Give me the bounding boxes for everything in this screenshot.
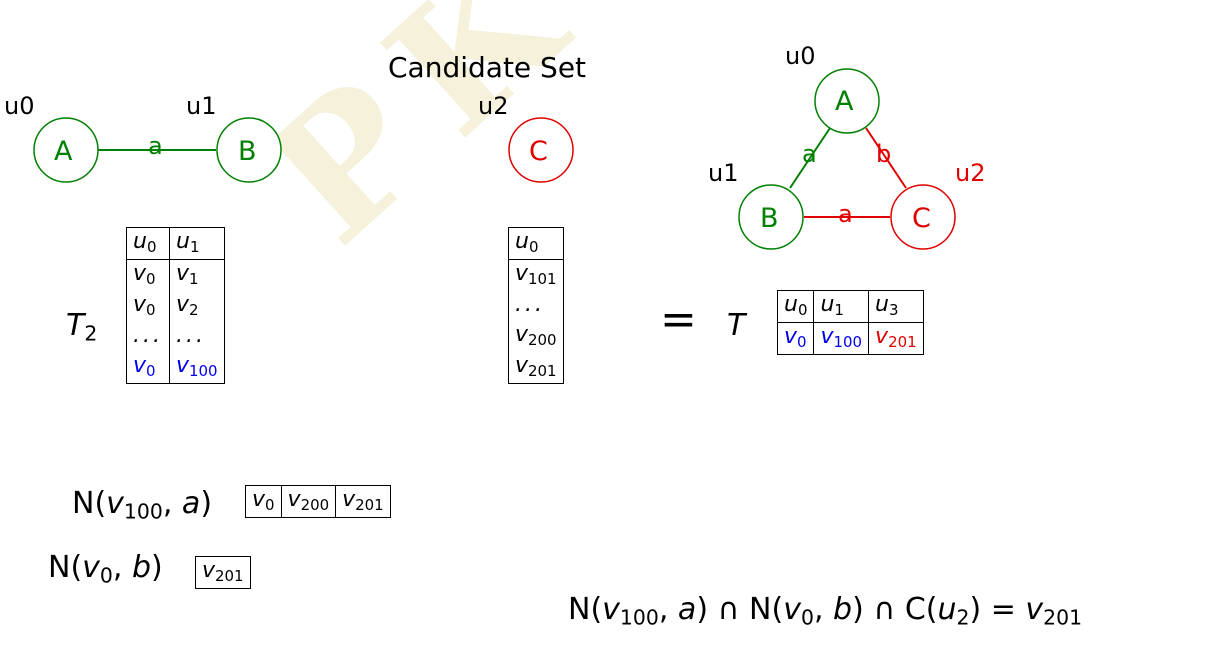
- result-table: u0 u1 u3 v0 v100 v201: [776, 289, 924, 356]
- result-header-row: u0 u1 u3: [776, 289, 924, 324]
- t2-cell: v2: [168, 291, 225, 323]
- t2-cell: v0: [126, 351, 170, 384]
- candidate-node-label: C: [529, 136, 548, 167]
- table-row: v200: [508, 320, 564, 352]
- left-node-b: [216, 117, 282, 183]
- neighbor-cell: v201: [335, 484, 391, 519]
- right-node-b: [738, 184, 804, 250]
- table-row: ...: [508, 291, 564, 321]
- right-edge-ac: [865, 127, 907, 189]
- right-node-b-label: B: [760, 203, 779, 234]
- neighbor-table-1: v0 v200 v201: [245, 484, 391, 519]
- right-edge-ac-label: b: [876, 140, 892, 168]
- right-node-a-id: u0: [785, 42, 816, 70]
- t2-cell: v0: [126, 291, 170, 323]
- left-node-a-id: u0: [4, 92, 35, 120]
- result-cell: v201: [868, 322, 924, 356]
- result-header-cell: u0: [776, 289, 815, 324]
- neighbor-cell: v0: [245, 484, 282, 519]
- t2-cell: v0: [126, 259, 170, 292]
- t2-cell: v100: [168, 351, 225, 384]
- right-edge-ab: [789, 127, 831, 189]
- result-cell: v0: [776, 322, 815, 356]
- table-row: v0 v200 v201: [245, 484, 391, 519]
- right-edge-ab-label: a: [802, 140, 817, 168]
- right-node-c-label: C: [912, 203, 931, 234]
- right-node-c-id: u2: [955, 159, 986, 187]
- candidate-node-c: [508, 117, 574, 183]
- candidate-cell: ...: [508, 291, 564, 321]
- t2-header-row: u0 u1: [126, 226, 225, 261]
- t2-cell: ...: [168, 322, 225, 352]
- table-row: ... ...: [126, 322, 225, 352]
- right-edge-bc-label: a: [838, 200, 853, 228]
- table-row: v0 v100: [126, 351, 225, 384]
- t2-table: u0 u1 v0 v1 v0 v2 ... ... v0 v100: [126, 226, 225, 384]
- table-row: v201: [195, 555, 251, 590]
- result-cell: v100: [813, 322, 870, 356]
- left-edge-label: a: [148, 132, 163, 160]
- table-row: v101: [508, 259, 564, 292]
- table-row: v0 v2: [126, 291, 225, 323]
- equals-sign: =: [660, 294, 697, 345]
- candidate-header-cell: u0: [508, 226, 564, 261]
- candidate-cell: v200: [508, 320, 564, 352]
- right-node-c: [890, 184, 956, 250]
- candidate-cell: v201: [508, 351, 564, 384]
- neighbor-expr-2: N(v0, b): [48, 550, 163, 588]
- right-node-a-label: A: [835, 86, 854, 117]
- t2-header-cell: u1: [168, 226, 225, 261]
- left-node-b-label: B: [238, 136, 257, 167]
- neighbor-cell: v201: [195, 555, 251, 590]
- table-row: v201: [508, 351, 564, 384]
- candidate-table: u0 v101 ... v200 v201: [508, 226, 564, 384]
- candidate-set-title: Candidate Set: [388, 51, 587, 84]
- neighbor-table-2: v201: [195, 555, 251, 590]
- left-node-b-id: u1: [186, 92, 217, 120]
- left-node-a-label: A: [54, 136, 73, 167]
- table-row: v0 v100 v201: [776, 322, 924, 356]
- right-node-a: [814, 68, 880, 134]
- intersection-formula: N(v100, a) ∩ N(v0, b) ∩ C(u2) = v201: [568, 592, 1083, 630]
- result-header-cell: u1: [813, 289, 870, 324]
- table-row: v0 v1: [126, 259, 225, 292]
- left-node-a: [33, 117, 99, 183]
- neighbor-cell: v200: [280, 484, 337, 519]
- t2-label: T2: [66, 308, 98, 346]
- candidate-header-row: u0: [508, 226, 564, 261]
- right-node-b-id: u1: [708, 159, 739, 187]
- result-label: T: [727, 308, 746, 343]
- candidate-cell: v101: [508, 259, 564, 292]
- t2-cell: v1: [168, 259, 225, 292]
- t2-cell: ...: [126, 322, 170, 352]
- t2-header-cell: u0: [126, 226, 170, 261]
- candidate-node-id: u2: [478, 92, 509, 120]
- neighbor-expr-1: N(v100, a): [72, 486, 213, 524]
- result-header-cell: u3: [868, 289, 924, 324]
